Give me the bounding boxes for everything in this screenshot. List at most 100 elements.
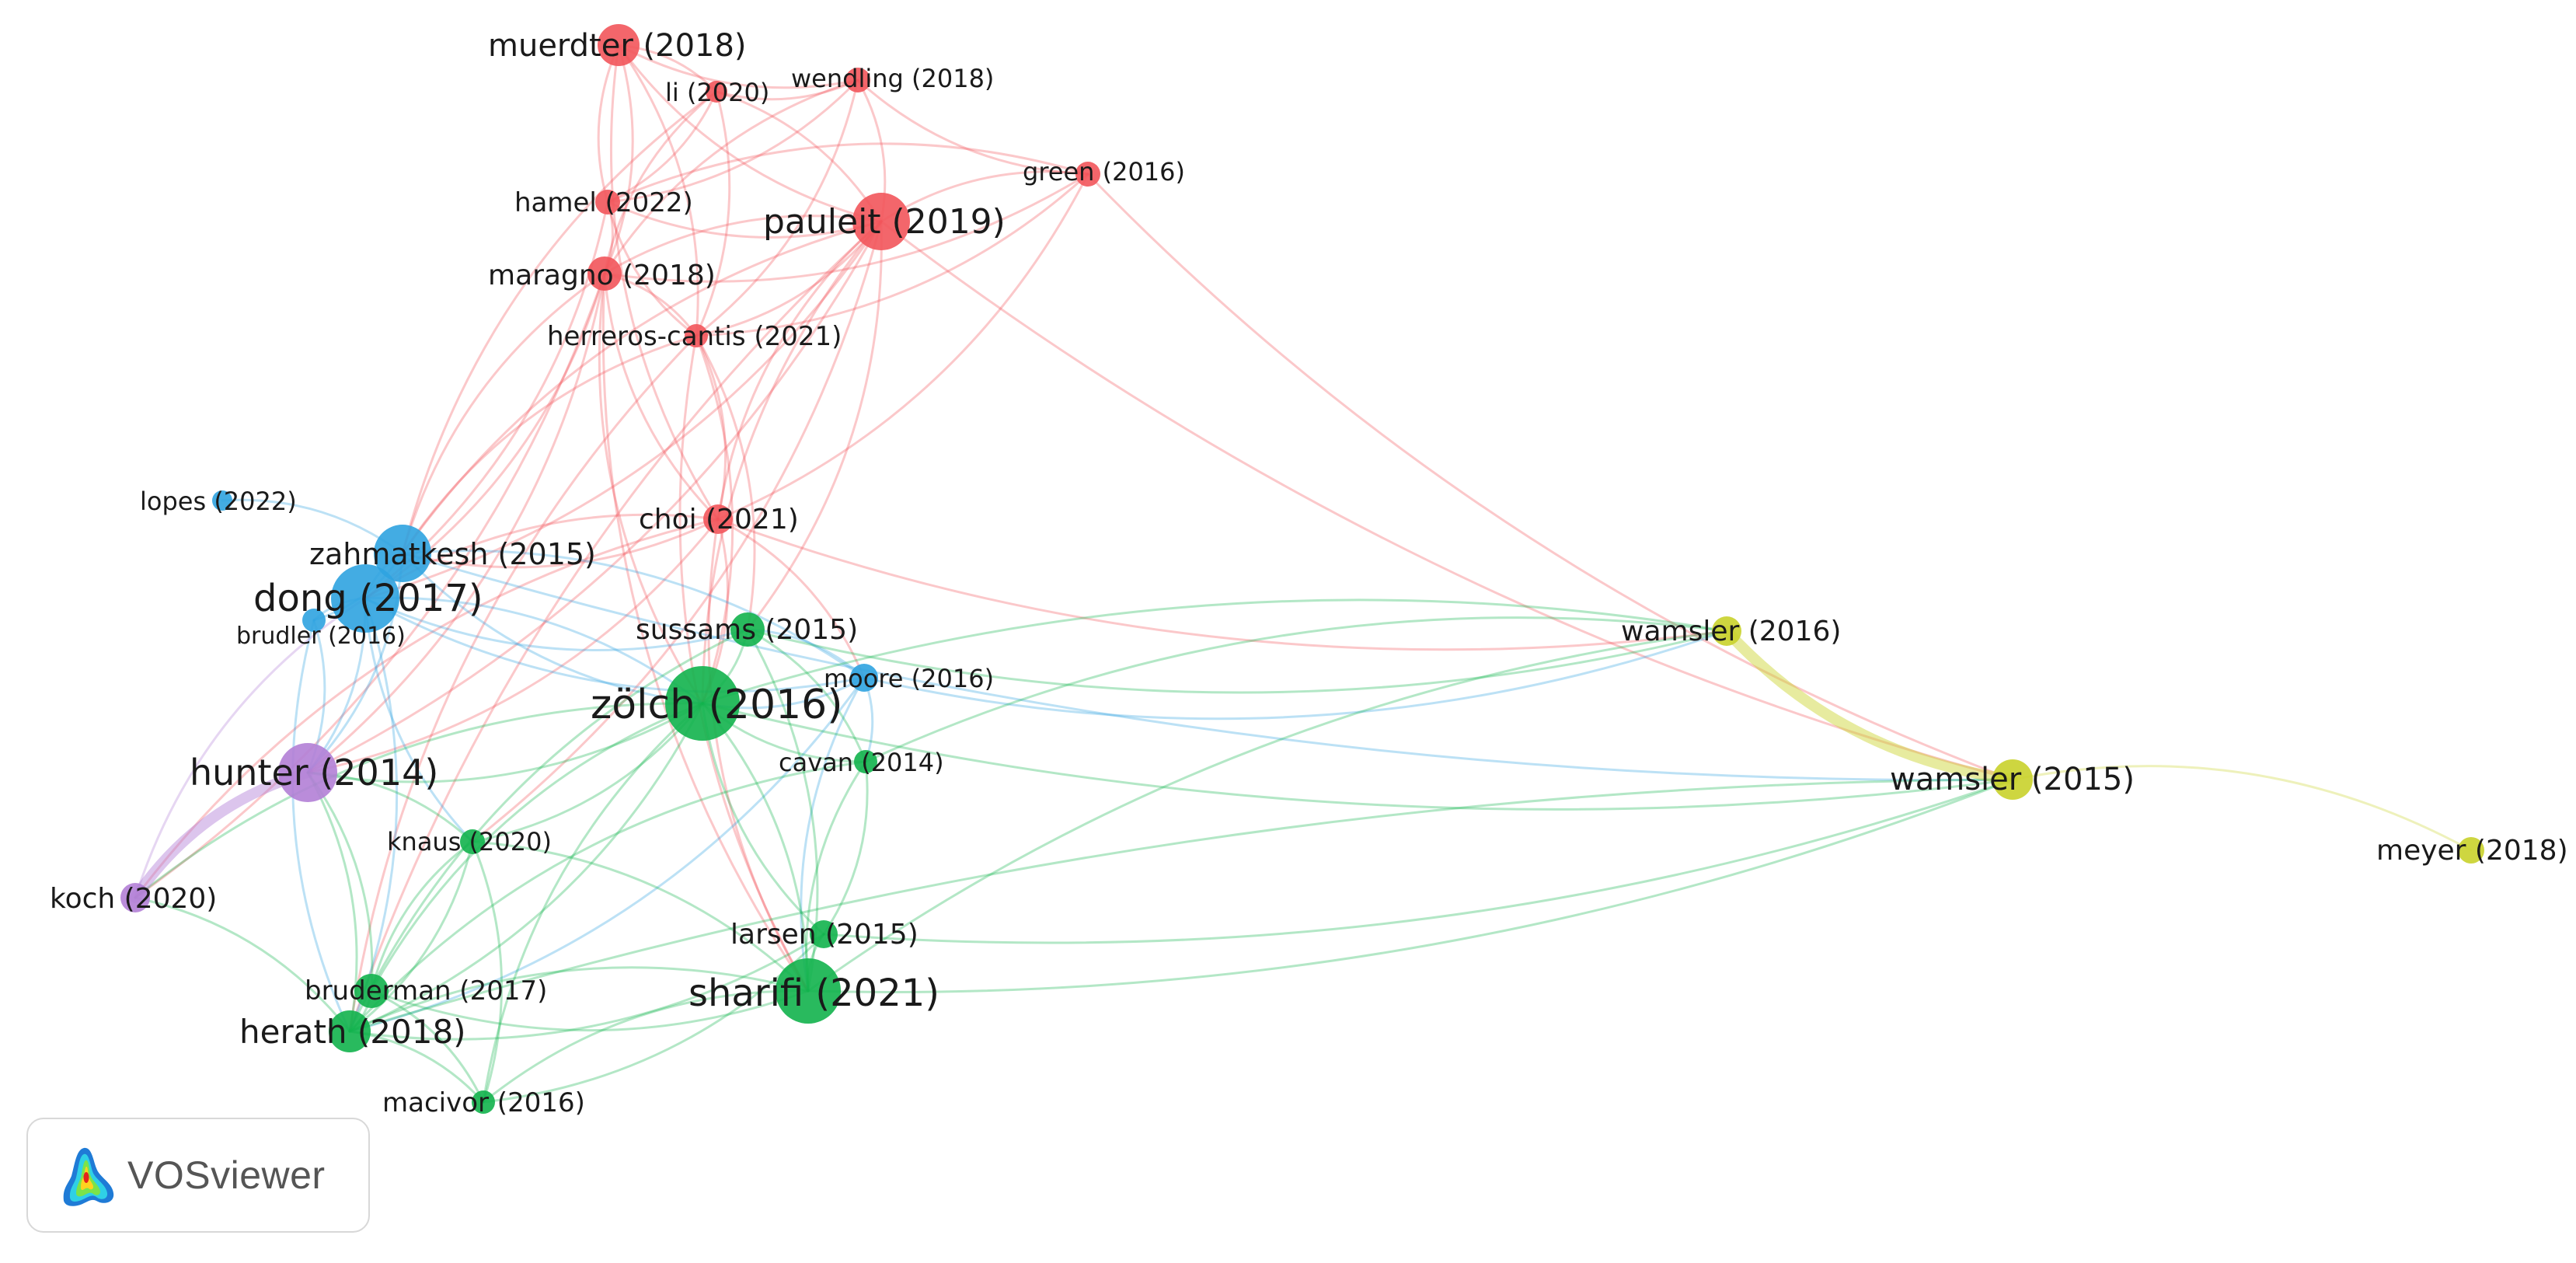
network-link <box>401 552 2014 782</box>
node-cavan[interactable] <box>854 750 877 773</box>
network-link <box>606 201 698 337</box>
node-herreros[interactable] <box>685 324 708 347</box>
network-link <box>598 272 704 705</box>
node-label-muerdter[interactable]: muerdter (2018) <box>488 28 747 64</box>
node-brudler[interactable] <box>302 609 326 632</box>
network-link <box>134 702 704 899</box>
network-link <box>695 334 756 631</box>
vosviewer-badge: VOSviewer <box>26 1118 370 1233</box>
node-label-maragno[interactable]: maragno (2018) <box>488 260 716 291</box>
network-link <box>1721 626 2018 785</box>
node-label-macivor[interactable]: macivor (2016) <box>382 1087 585 1118</box>
node-zolch[interactable] <box>665 666 740 741</box>
node-label-bruderman[interactable]: bruderman (2017) <box>305 975 547 1007</box>
node-label-herreros[interactable]: herreros-cantis (2021) <box>547 321 842 352</box>
node-label-brudler[interactable]: brudler (2016) <box>236 623 406 650</box>
node-wendling[interactable] <box>845 68 870 92</box>
network-link <box>822 760 869 936</box>
node-meyer[interactable] <box>2458 837 2484 864</box>
network-link <box>471 840 810 993</box>
node-macivor[interactable] <box>472 1090 495 1114</box>
node-label-wamsler2016[interactable]: wamsler (2016) <box>1621 616 1841 647</box>
network-link <box>695 334 727 521</box>
node-green[interactable] <box>1075 162 1100 187</box>
network-link <box>471 840 504 1104</box>
node-hunter[interactable] <box>278 743 337 802</box>
node-knaus[interactable] <box>460 829 485 854</box>
node-sharifi[interactable] <box>776 958 841 1024</box>
node-maragno[interactable] <box>587 256 622 291</box>
network-link <box>348 966 810 1033</box>
node-label-sussams[interactable]: sussams (2015) <box>636 614 858 646</box>
node-label-zahmatkesh[interactable]: zahmatkesh (2015) <box>309 537 596 571</box>
network-link <box>306 552 404 774</box>
network-link <box>348 933 825 1041</box>
node-pauleit[interactable] <box>852 193 910 250</box>
network-link <box>715 79 859 101</box>
network-link <box>364 597 474 843</box>
network-link <box>856 79 1089 176</box>
node-herath[interactable] <box>329 1010 371 1052</box>
network-link <box>617 44 699 337</box>
network-link <box>401 272 606 555</box>
network-link <box>370 989 810 1031</box>
network-link <box>364 220 883 600</box>
network-link <box>746 628 1728 694</box>
network-link <box>603 215 883 275</box>
node-label-green[interactable]: green (2016) <box>1023 157 1185 187</box>
node-bruderman[interactable] <box>354 974 389 1008</box>
network-link <box>807 778 2014 993</box>
node-wamsler2016[interactable] <box>1712 616 1741 646</box>
network-link <box>746 628 867 763</box>
node-choi[interactable] <box>703 504 733 534</box>
node-muerdter[interactable] <box>598 24 640 66</box>
node-sussams[interactable] <box>730 612 765 647</box>
network-link <box>701 220 883 705</box>
network-link <box>134 518 720 899</box>
node-zahmatkesh[interactable] <box>374 525 431 582</box>
node-li[interactable] <box>706 81 727 103</box>
network-link <box>348 334 698 1033</box>
node-label-koch[interactable]: koch (2020) <box>50 883 217 915</box>
node-label-dong[interactable]: dong (2017) <box>253 577 483 620</box>
node-label-cavan[interactable]: cavan (2014) <box>779 748 944 777</box>
network-link <box>364 597 866 693</box>
node-hamel[interactable] <box>595 190 620 215</box>
network-link <box>306 771 374 993</box>
network-link <box>800 676 866 993</box>
node-label-sharifi[interactable]: sharifi (2021) <box>688 972 939 1015</box>
node-larsen[interactable] <box>810 920 838 948</box>
network-link <box>746 220 883 631</box>
network-link <box>716 173 1089 521</box>
network-link <box>603 44 634 275</box>
node-label-wendling[interactable]: wendling (2018) <box>791 64 994 93</box>
node-moore[interactable] <box>850 664 878 692</box>
network-link <box>348 628 749 1033</box>
node-label-lopes[interactable]: lopes (2022) <box>140 487 297 516</box>
node-label-pauleit[interactable]: pauleit (2019) <box>763 202 1006 242</box>
network-link <box>348 702 704 1033</box>
node-wamsler2015[interactable] <box>1992 759 2033 800</box>
node-label-larsen[interactable]: larsen (2015) <box>730 919 919 951</box>
network-link <box>610 44 720 521</box>
node-label-herath[interactable]: herath (2018) <box>239 1013 466 1051</box>
node-lopes[interactable] <box>212 490 232 511</box>
node-label-hunter[interactable]: hunter (2014) <box>190 752 438 794</box>
node-label-choi[interactable]: choi (2021) <box>639 504 799 536</box>
network-link <box>348 778 2014 1033</box>
node-koch[interactable] <box>120 883 150 912</box>
network-link <box>695 220 883 337</box>
node-label-moore[interactable]: moore (2016) <box>824 664 994 693</box>
network-link <box>370 989 485 1104</box>
network-link <box>134 896 351 1033</box>
node-label-knaus[interactable]: knaus (2020) <box>387 827 552 857</box>
node-label-meyer[interactable]: meyer (2018) <box>2376 835 2568 867</box>
node-label-li[interactable]: li (2020) <box>665 78 769 107</box>
network-link <box>707 518 810 993</box>
network-link <box>348 597 399 1033</box>
node-label-wamsler2015[interactable]: wamsler (2015) <box>1890 762 2135 797</box>
node-dong[interactable] <box>331 564 399 633</box>
network-link <box>864 616 1728 763</box>
node-label-zolch[interactable]: zölch (2016) <box>591 682 843 728</box>
node-label-hamel[interactable]: hamel (2022) <box>514 187 693 218</box>
